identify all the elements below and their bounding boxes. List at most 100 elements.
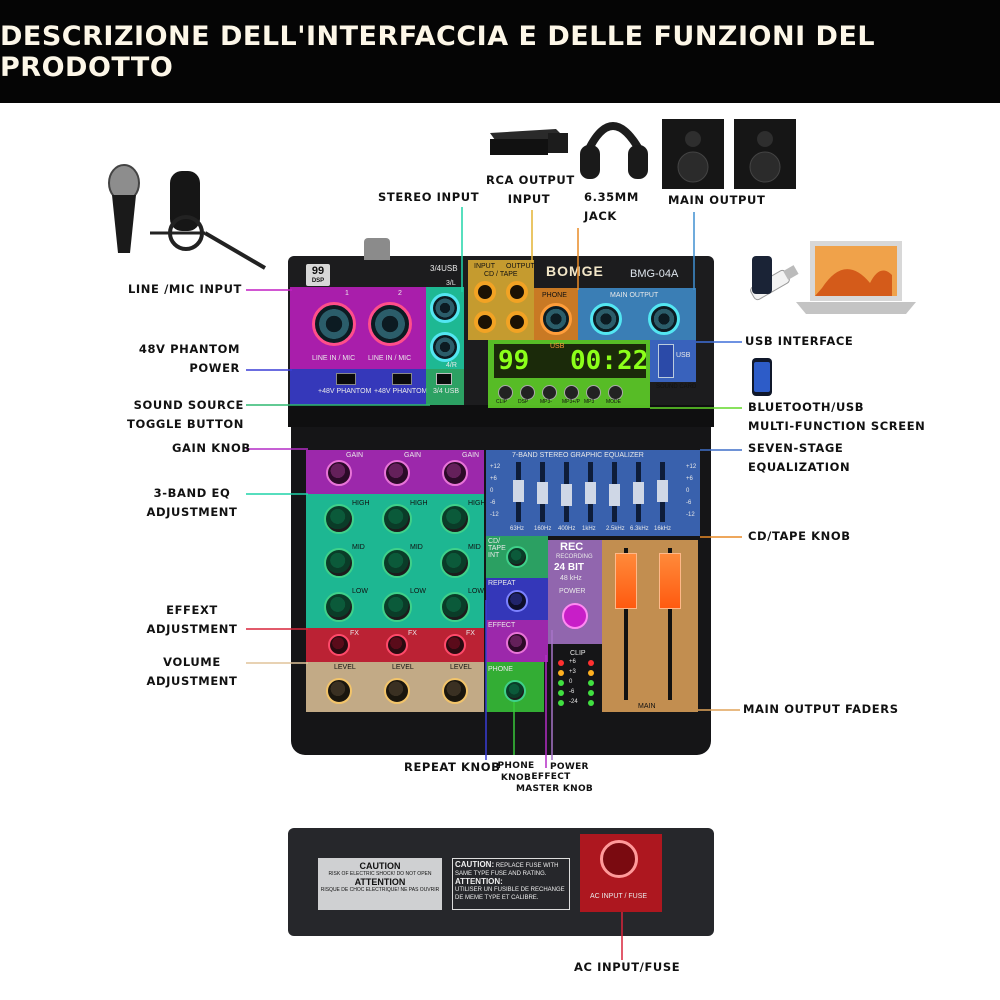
mp3-button-6[interactable] [608, 385, 623, 400]
eq-slider-cap-160Hz[interactable] [537, 482, 548, 504]
ch3-gain-knob[interactable] [442, 460, 468, 486]
meter-scale-5: -24 [569, 699, 578, 705]
ch3-level-knob[interactable] [442, 678, 468, 704]
eq-slider-cap-1kHz[interactable] [585, 482, 596, 504]
main-fader-cap-1[interactable] [615, 553, 637, 609]
ch2-fx-knob[interactable] [386, 634, 408, 656]
ch3-eq-mid-label: MID [468, 544, 481, 551]
ch3-eq-high-knob[interactable] [440, 504, 470, 534]
ch2-combo-jack[interactable] [368, 302, 412, 346]
eq-slider-cap-6.3kHz[interactable] [633, 482, 644, 504]
model-name: BMG-04A [630, 268, 679, 280]
eq-freq-label-16kHz: 16kHz [654, 526, 672, 532]
ch2-eq-high-knob[interactable] [382, 504, 412, 534]
display-track-number: 99 [498, 346, 530, 376]
main-out-right-jack[interactable] [648, 303, 680, 335]
rca-output-header: OUTPUT [506, 263, 535, 270]
eq-slider-1kHz[interactable] [585, 462, 596, 522]
display-time: 00:22 [570, 346, 649, 376]
rear-caution2-text: REPLACE FUSE WITH SAME TYPE FUSE AND RAT… [455, 863, 559, 877]
eq-slider-2.5kHz[interactable] [609, 462, 620, 522]
rca-out-right[interactable] [506, 311, 528, 333]
page-title: DESCRIZIONE DELL'INTERFACCIA E DELLE FUN… [0, 20, 876, 83]
eq-freq-label-160Hz: 160Hz [534, 526, 552, 532]
ch2-eq-mid-knob[interactable] [382, 548, 412, 578]
label-three-band-line2: ADJUSTMENT [146, 505, 238, 519]
usb-toggle-switch[interactable] [436, 373, 452, 385]
meter-led-right-4 [588, 690, 594, 696]
title-banner: DESCRIZIONE DELL'INTERFACCIA E DELLE FUN… [0, 0, 1000, 103]
power-label-panel: POWER [559, 588, 586, 595]
eq-scale-right-2: +6 [686, 476, 693, 482]
cd-tape-knob[interactable] [506, 546, 528, 568]
ch1-fx-knob[interactable] [328, 634, 350, 656]
graphic-eq-title: 7-BAND STEREO GRAPHIC EQUALIZER [512, 452, 644, 459]
mp3-button-1[interactable] [498, 385, 513, 400]
ch3-fx-knob[interactable] [444, 634, 466, 656]
meter-led-right-3 [588, 680, 594, 686]
main-fader-cap-2[interactable] [659, 553, 681, 609]
stereo-left-jack[interactable] [430, 293, 460, 323]
mp3-button-2[interactable] [520, 385, 535, 400]
main-out-left-jack[interactable] [590, 303, 622, 335]
ch3-eq-low-knob[interactable] [440, 592, 470, 622]
phone-jack[interactable] [540, 303, 572, 335]
eq-slider-63Hz[interactable] [513, 462, 524, 522]
phone-label: PHONE [542, 292, 567, 299]
ac-input-socket[interactable] [600, 840, 638, 878]
mp3-button-5[interactable] [586, 385, 601, 400]
label-effext-line1: EFFEXT [166, 603, 218, 617]
ch1-eq-mid-knob[interactable] [324, 548, 354, 578]
ch1-level-knob[interactable] [326, 678, 352, 704]
usb-port[interactable] [658, 344, 674, 378]
fader-left-slot [624, 548, 628, 700]
label-635-line1: 6.35MM [584, 190, 639, 204]
eq-scale-right-1: +12 [686, 464, 697, 470]
rca-in-right[interactable] [474, 311, 496, 333]
ch2-eq-high-label: HIGH [410, 500, 428, 507]
mp3-button-3[interactable] [542, 385, 557, 400]
dsp-badge: 99 DSP [306, 264, 330, 286]
stereo-right-jack[interactable] [430, 332, 460, 362]
eq-slider-cap-2.5kHz[interactable] [609, 484, 620, 506]
rca-in-left[interactable] [474, 281, 496, 303]
usb-toggle-label: 3/4 USB [433, 388, 460, 395]
ch1-eq-high-label: HIGH [352, 500, 370, 507]
eq-slider-cap-16kHz[interactable] [657, 480, 668, 502]
ch1-phantom-switch[interactable] [336, 373, 356, 385]
effect-master-knob[interactable] [506, 632, 528, 654]
usb-tag: 3/4USB [430, 264, 458, 273]
stereo-right-label: 4/R [446, 362, 457, 369]
ch2-phantom-switch[interactable] [392, 373, 412, 385]
ch1-eq-low-label: LOW [352, 588, 368, 595]
ch2-gain-knob[interactable] [384, 460, 410, 486]
mp3-button-label-6: MODE [606, 399, 621, 405]
repeat-knob[interactable] [506, 590, 528, 612]
label-usb-interface: USB INTERFACE [745, 334, 854, 348]
ch2-eq-mid-label: MID [410, 544, 423, 551]
ch3-eq-mid-knob[interactable] [440, 548, 470, 578]
label-rca-line2: INPUT [507, 192, 551, 206]
ch2-label: 2 [398, 290, 402, 297]
meter-scale-2: +3 [569, 669, 576, 675]
ch3-level-label: LEVEL [450, 664, 472, 671]
mp3-button-4[interactable] [564, 385, 579, 400]
eq-slider-cap-63Hz[interactable] [513, 480, 524, 502]
eq-slider-160Hz[interactable] [537, 462, 548, 522]
ch1-eq-high-knob[interactable] [324, 504, 354, 534]
ch2-level-knob[interactable] [384, 678, 410, 704]
eq-scale-right-5: -12 [686, 512, 695, 518]
rca-out-left[interactable] [506, 281, 528, 303]
eq-slider-cap-400Hz[interactable] [561, 484, 572, 506]
ch1-eq-low-knob[interactable] [324, 592, 354, 622]
ch1-combo-jack[interactable] [312, 302, 356, 346]
ch1-gain-knob[interactable] [326, 460, 352, 486]
eq-slider-400Hz[interactable] [561, 462, 572, 522]
label-phantom-line1: 48V PHANTOM [138, 342, 240, 356]
ch2-eq-low-knob[interactable] [382, 592, 412, 622]
phone-knob[interactable] [504, 680, 526, 702]
eq-slider-16kHz[interactable] [657, 462, 668, 522]
eq-slider-6.3kHz[interactable] [633, 462, 644, 522]
xlr-port-top [364, 238, 390, 260]
power-button[interactable] [562, 603, 588, 629]
